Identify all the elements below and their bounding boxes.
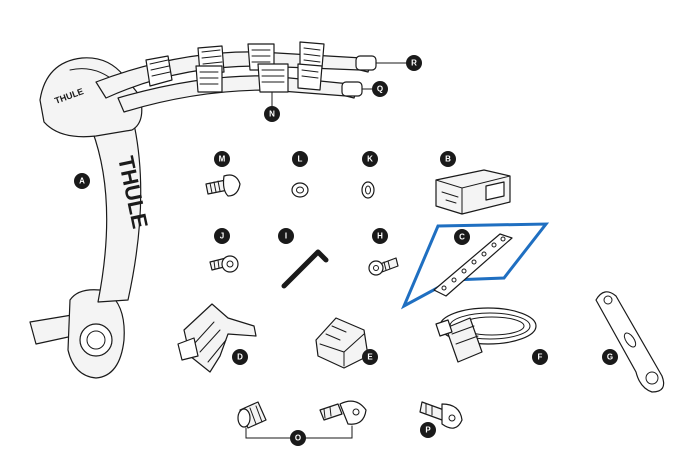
svg-text:C: C	[459, 233, 465, 242]
arm-end-cap-upper	[355, 55, 377, 71]
part-j-bolt	[209, 255, 239, 273]
callout-l: L	[292, 151, 308, 167]
svg-text:G: G	[607, 353, 613, 362]
cradle-n	[257, 63, 289, 93]
highlight-frame	[400, 222, 550, 310]
base-knob	[79, 323, 113, 357]
part-b-bracket	[435, 169, 511, 215]
callout-d: D	[232, 349, 248, 365]
callout-n: N	[264, 106, 280, 122]
svg-text:B: B	[445, 155, 451, 164]
cradle-group	[145, 41, 325, 93]
svg-text:H: H	[377, 232, 383, 241]
callout-c: C	[454, 229, 470, 245]
callout-m: M	[214, 151, 230, 167]
svg-text:L: L	[298, 155, 303, 164]
callout-p: P	[420, 422, 436, 438]
svg-text:R: R	[411, 59, 417, 68]
callout-f: F	[532, 349, 548, 365]
part-i-hex-key	[281, 249, 329, 289]
part-f-strap-coil	[435, 307, 537, 363]
callout-j: J	[214, 228, 230, 244]
part-e-buckle	[315, 317, 369, 369]
callout-k: K	[362, 151, 378, 167]
part-d-clip	[177, 303, 257, 373]
part-g-plate	[595, 291, 665, 393]
svg-text:D: D	[237, 353, 243, 362]
callout-a: A	[74, 173, 90, 189]
callout-q: Q	[372, 81, 388, 97]
part-h-bolt	[368, 257, 399, 276]
mast-tube	[91, 123, 142, 303]
svg-text:N: N	[269, 110, 275, 119]
callout-i: I	[278, 228, 294, 244]
svg-text:M: M	[219, 155, 226, 164]
part-p-key	[419, 401, 463, 429]
svg-text:K: K	[367, 155, 373, 164]
svg-text:Q: Q	[377, 85, 383, 94]
part-k-washer	[361, 181, 375, 199]
svg-text:O: O	[295, 434, 301, 443]
part-o-lock-set	[237, 400, 367, 439]
svg-text:J: J	[220, 232, 224, 241]
part-c-strap	[400, 222, 550, 310]
svg-text:P: P	[425, 426, 431, 435]
callout-e: E	[362, 349, 378, 365]
callout-r: R	[406, 55, 422, 71]
part-l-washer	[291, 182, 309, 198]
part-m-bolt	[205, 174, 241, 197]
callout-g: G	[602, 349, 618, 365]
svg-text:I: I	[285, 232, 287, 241]
svg-text:A: A	[79, 177, 85, 186]
arm-end-cap-lower	[341, 81, 363, 97]
callout-h: H	[372, 228, 388, 244]
carry-arms	[95, 41, 407, 113]
callout-b: B	[440, 151, 456, 167]
callout-o: O	[290, 430, 306, 446]
svg-text:E: E	[367, 353, 373, 362]
svg-text:F: F	[538, 353, 543, 362]
